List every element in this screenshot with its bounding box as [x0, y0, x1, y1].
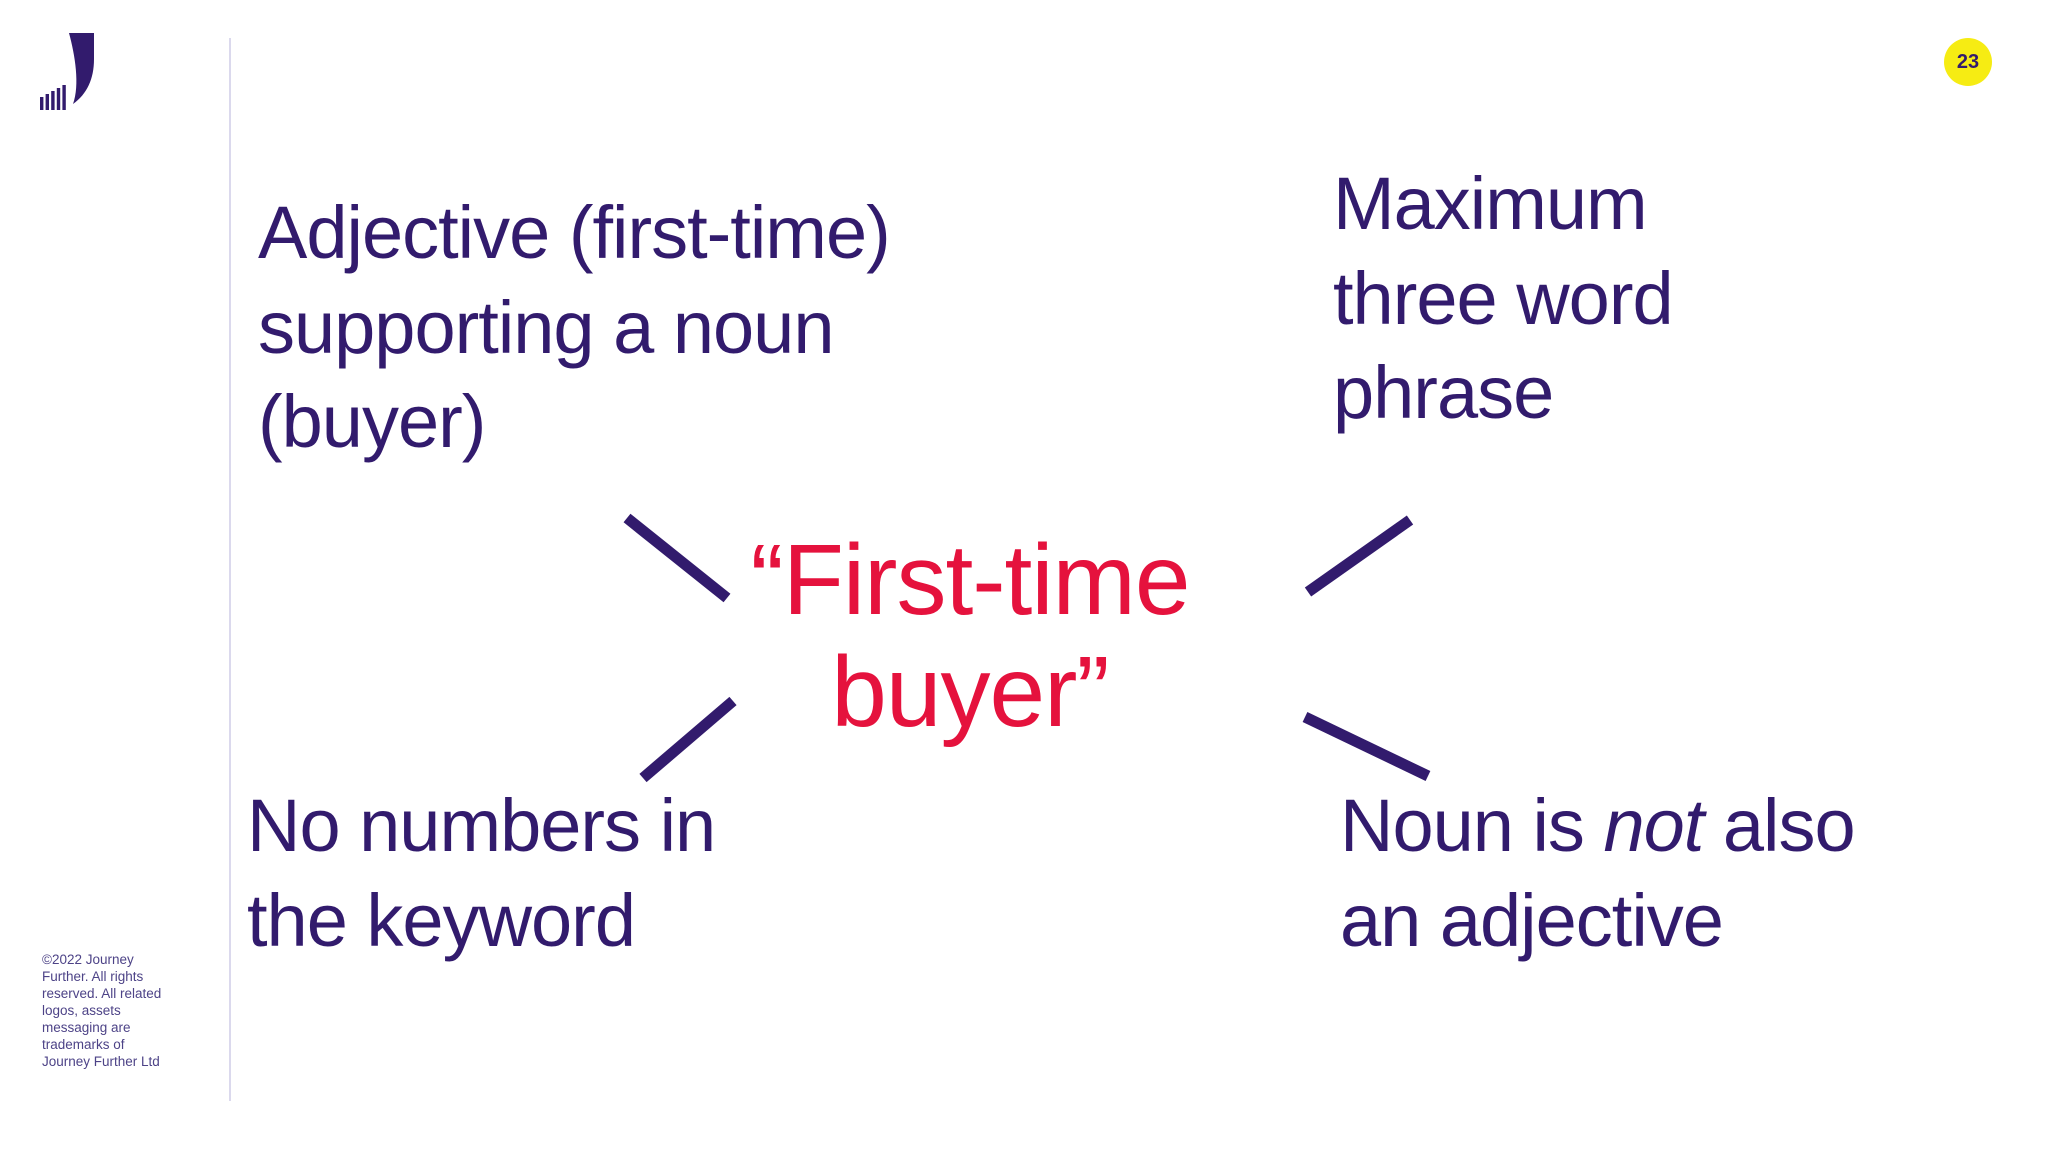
callout-noun-not-adjective-emphasis: not — [1603, 784, 1704, 867]
journey-further-logo-icon — [40, 33, 94, 110]
callout-noun-not-adjective: Noun is not also an adjective — [1340, 779, 1900, 968]
connector-top-right-icon — [1304, 515, 1414, 597]
copyright-notice: ©2022 Journey Further. All rights reserv… — [42, 952, 162, 1069]
page-number-badge: 23 — [1944, 38, 1992, 86]
callout-no-numbers-in-keyword: No numbers in the keyword — [247, 784, 716, 962]
page-number: 23 — [1956, 50, 1980, 73]
connector-bottom-right-icon — [1302, 712, 1431, 781]
callout-noun-not-adjective-prefix: Noun is — [1340, 784, 1604, 867]
vertical-divider — [229, 38, 231, 1101]
center-keyword-first-time-buyer: “First-time buyer” — [750, 524, 1191, 748]
callout-noun-not-adjective-suffix: also an adjective — [1340, 784, 1856, 962]
callout-maximum-three-word-phrase: Maximum three word phrase — [1333, 162, 1674, 435]
callout-adjective-supporting-noun: Adjective (first-time) supporting a noun… — [258, 191, 891, 464]
